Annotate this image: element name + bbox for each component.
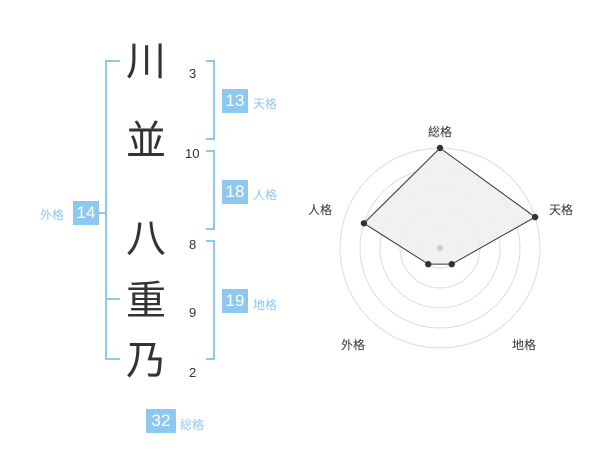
radar-axis-label-4: 人格 — [308, 203, 333, 217]
name-char-1: 川 — [126, 39, 166, 85]
chikaku-value: 19 — [222, 289, 248, 313]
jinkaku-value: 18 — [222, 180, 248, 204]
radar-point-1 — [531, 213, 539, 221]
radar-axis-label-0: 総格 — [428, 125, 453, 139]
radar-axis-label-3: 外格 — [341, 338, 366, 352]
stroke-count-4: 9 — [189, 305, 197, 320]
stroke-count-1: 3 — [189, 66, 197, 81]
name-char-4: 重 — [126, 278, 166, 324]
stroke-count-3: 8 — [189, 237, 197, 252]
chikaku-label: 地格 — [253, 298, 278, 312]
chikaku-bracket-bottom — [206, 358, 215, 360]
gaikaku-connector — [97, 212, 105, 214]
gaikaku-bracket-top — [105, 60, 120, 62]
chikaku-bracket-vertical — [213, 240, 215, 360]
stroke-count-5: 2 — [189, 365, 197, 380]
jinkaku-label: 人格 — [253, 188, 278, 202]
gaikaku-value: 14 — [73, 201, 99, 225]
jinkaku-bracket-vertical — [213, 150, 215, 230]
radar-point-3 — [425, 260, 432, 268]
radar-center-dot — [437, 245, 443, 251]
jinkaku-bracket-bottom — [206, 228, 215, 230]
tenkaku-label: 天格 — [253, 97, 278, 111]
name-char-3: 八 — [126, 216, 166, 262]
gaikaku-bracket-mid — [105, 298, 120, 300]
radar-point-0 — [436, 144, 444, 152]
radar-axis-label-1: 天格 — [549, 203, 574, 217]
radar-point-2 — [448, 260, 455, 268]
soukaku-value: 32 — [146, 409, 176, 433]
tenkaku-value: 13 — [222, 89, 248, 113]
gaikaku-bracket-bottom — [105, 358, 120, 360]
stroke-count-2: 10 — [185, 146, 200, 161]
tenkaku-bracket-top — [206, 60, 215, 62]
jinkaku-bracket-top — [206, 150, 215, 152]
chikaku-bracket-top — [206, 240, 215, 242]
radar-point-4 — [360, 220, 368, 227]
gaikaku-label: 外格 — [40, 208, 65, 222]
radar-axis-label-2: 地格 — [512, 338, 537, 352]
name-char-5: 乃 — [126, 338, 166, 384]
tenkaku-bracket-vertical — [213, 60, 215, 140]
radar-polygon — [363, 147, 537, 265]
soukaku-label: 総格 — [180, 418, 205, 432]
tenkaku-bracket-bottom — [206, 138, 215, 140]
name-char-2: 並 — [126, 118, 166, 164]
gaikaku-bracket-vertical — [105, 60, 107, 360]
